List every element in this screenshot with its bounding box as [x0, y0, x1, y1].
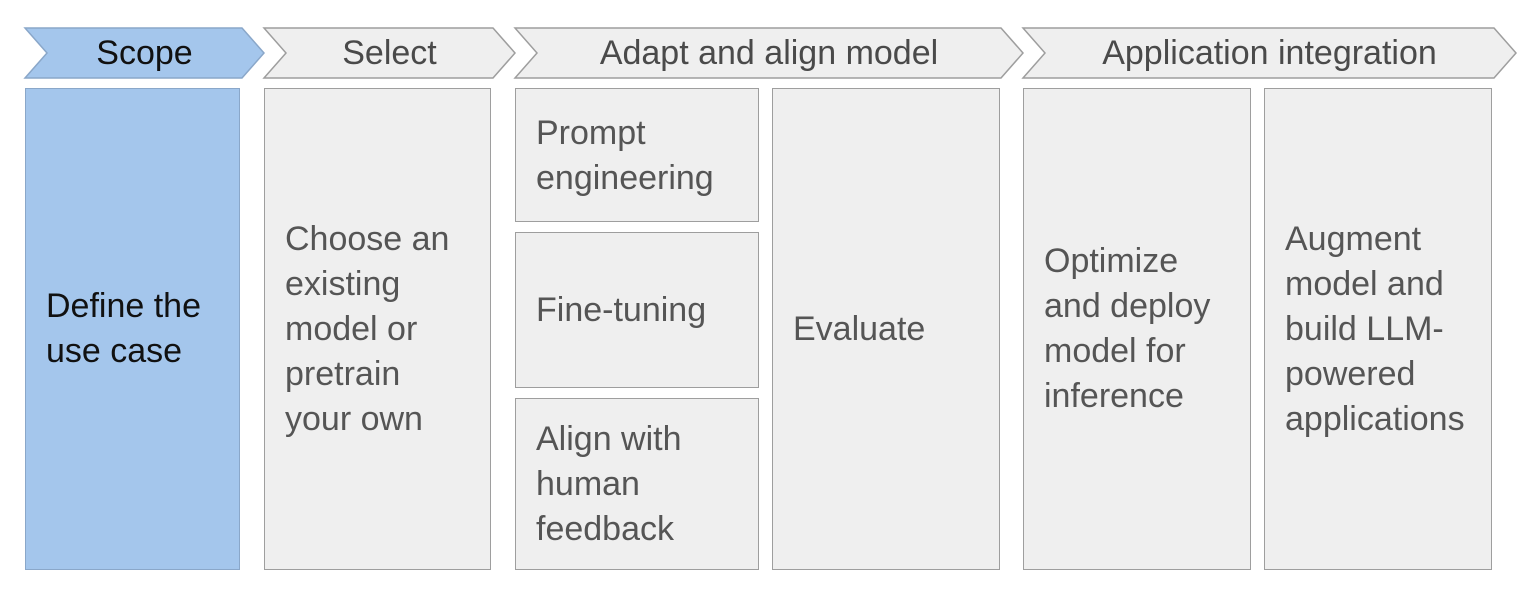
stage-chevron-adapt-align	[513, 27, 1024, 79]
task-choose-model: Choose an existing model or pretrain you…	[264, 88, 491, 570]
task-evaluate: Evaluate	[772, 88, 1000, 570]
task-augment-build: Augment model and build LLM- powered app…	[1264, 88, 1492, 570]
stage-chevron-scope	[23, 27, 265, 79]
stage-chevrons	[23, 27, 1517, 79]
stage-chevron-select	[262, 27, 516, 79]
stage-label-adapt-align: Adapt and align model	[599, 33, 939, 72]
task-align-human-feedback: Align with human feedback	[515, 398, 759, 570]
task-fine-tuning: Fine-tuning	[515, 232, 759, 388]
stage-label-application-integration: Application integration	[1102, 33, 1437, 72]
task-define-use-case: Define the use case	[25, 88, 240, 570]
stage-chevron-application-integration	[1021, 27, 1517, 79]
task-prompt-engineering: Prompt engineering	[515, 88, 759, 222]
stage-label-scope: Scope	[96, 33, 193, 72]
stage-label-select: Select	[342, 33, 437, 72]
task-optimize-deploy: Optimize and deploy model for inference	[1023, 88, 1251, 570]
